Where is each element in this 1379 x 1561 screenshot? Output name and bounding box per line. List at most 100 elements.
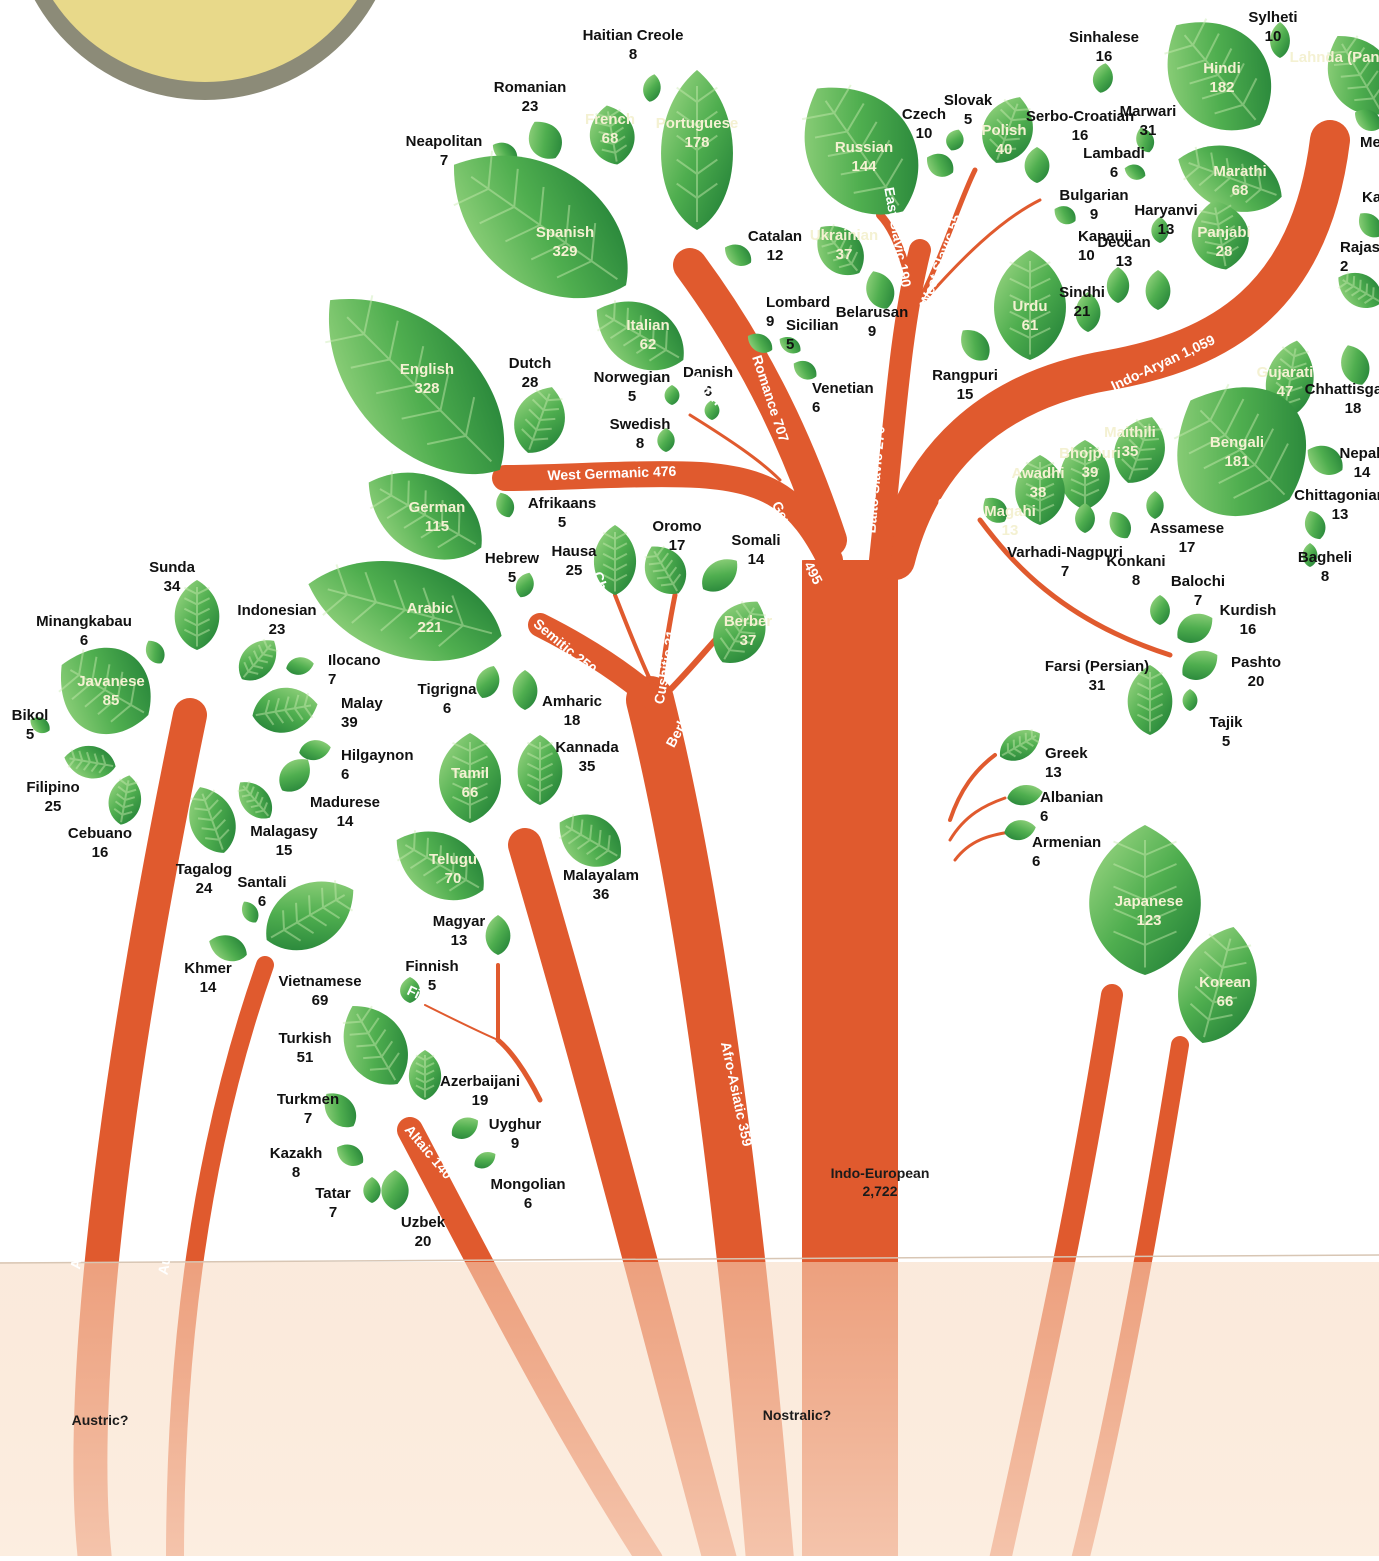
language-speakers-bulgarian: 9 xyxy=(1090,206,1098,223)
leaf-cebuano-leaf xyxy=(105,773,145,828)
language-speakers-haryanvi: 13 xyxy=(1158,221,1175,238)
leaf-serbo-croatian-leaf xyxy=(1025,147,1050,183)
language-label-tajik: Tajik xyxy=(1209,714,1243,731)
language-label-tatar: Tatar xyxy=(315,1185,351,1202)
language-speakers-bikol: 5 xyxy=(26,726,34,743)
language-speakers-malay: 39 xyxy=(341,714,358,731)
language-label-farsi-persian: Farsi (Persian) xyxy=(1045,658,1149,675)
leaf-tatar-leaf xyxy=(381,1170,408,1210)
language-speakers-amharic: 18 xyxy=(564,712,581,729)
branch-armenian xyxy=(955,832,1010,860)
family-speakers-indo-european: 2,722 xyxy=(862,1183,897,1199)
language-label-kannada: Kannada xyxy=(555,739,619,756)
language-speakers-catalan: 12 xyxy=(767,247,784,264)
language-speakers-japanese: 123 xyxy=(1136,912,1161,929)
language-speakers-chittagonian: 13 xyxy=(1332,506,1349,523)
leaf-oromo-leaf xyxy=(634,537,695,604)
leaf-kazakh-leaf xyxy=(332,1139,368,1171)
language-speakers-awadhi: 38 xyxy=(1030,484,1047,501)
leaf-uzbek-leaf xyxy=(363,1177,380,1203)
language-speakers-uzbek: 20 xyxy=(415,1233,432,1250)
language-label-lombard: Lombard xyxy=(766,294,830,311)
language-speakers-somali: 14 xyxy=(748,551,765,568)
language-label-mongolian: Mongolian xyxy=(491,1176,566,1193)
language-speakers-farsi-persian: 31 xyxy=(1089,677,1106,694)
language-speakers-belarusan: 9 xyxy=(868,323,876,340)
language-label-belarusan: Belarusan xyxy=(836,304,909,321)
language-speakers-bhojpuri: 39 xyxy=(1082,464,1099,481)
language-speakers-portuguese: 178 xyxy=(684,134,709,151)
language-label-hilgaynon: Hilgaynon xyxy=(341,747,414,764)
language-label-venetian: Venetian xyxy=(812,380,874,397)
branch-label-japanese: Japanese 123 xyxy=(1016,1157,1055,1249)
leaf-norwegian-leaf xyxy=(665,385,680,405)
language-label-hausa: Hausa xyxy=(551,543,597,560)
language-label-portuguese: Portuguese xyxy=(656,115,739,132)
language-speakers-sinhalese: 16 xyxy=(1096,48,1113,65)
language-label-magyar: Magyar xyxy=(433,913,486,930)
leaf-deccan-leaf xyxy=(1146,270,1171,310)
language-label-minangkabau: Minangkabau xyxy=(36,613,132,630)
root-label-nostralic: Nostralic? xyxy=(763,1407,831,1423)
language-speakers-panjabi: 28 xyxy=(1216,243,1233,260)
leaf-mongolian-leaf xyxy=(471,1148,499,1173)
language-speakers-javanese: 85 xyxy=(103,692,120,709)
language-label-bikol: Bikol xyxy=(12,707,49,724)
leaf-albanian-leaf xyxy=(1006,782,1045,808)
language-label-dutch: Dutch xyxy=(509,355,552,372)
language-label-telugu: Telugu xyxy=(429,851,477,868)
language-speakers-minangkabau: 6 xyxy=(80,632,88,649)
language-speakers-afrikaans: 5 xyxy=(558,514,566,531)
language-speakers-assamese: 17 xyxy=(1179,539,1196,556)
language-label-romanian: Romanian xyxy=(494,79,567,96)
language-speakers-sylheti: 10 xyxy=(1265,28,1282,45)
language-label-balochi: Balochi xyxy=(1171,573,1225,590)
language-label-santali: Santali xyxy=(237,874,286,891)
leaf-somali-leaf xyxy=(694,550,745,599)
leaf-konkani-leaf xyxy=(1146,491,1163,519)
language-label-turkish: Turkish xyxy=(278,1030,331,1047)
language-label-turkmen: Turkmen xyxy=(277,1091,339,1108)
language-label-spanish: Spanish xyxy=(536,224,594,241)
language-speakers-haitian-creole: 8 xyxy=(629,46,637,63)
language-speakers-ukrainian: 37 xyxy=(836,246,853,263)
leaf-assamese-leaf xyxy=(1104,507,1136,543)
language-speakers-chhattisgarhi: 18 xyxy=(1345,400,1362,417)
language-label-bengali: Bengali xyxy=(1210,434,1264,451)
language-speakers-dutch: 28 xyxy=(522,374,539,391)
language-speakers-tagalog: 24 xyxy=(196,880,213,897)
leaf-pashto-leaf xyxy=(1176,643,1224,687)
language-label-german: German xyxy=(409,499,466,516)
branch-iranian xyxy=(980,520,1170,655)
language-label-tamil: Tamil xyxy=(451,765,489,782)
branch-greek xyxy=(950,755,995,820)
language-label-marwari: Marwari xyxy=(1120,103,1177,120)
language-label-marathi: Marathi xyxy=(1213,163,1266,180)
language-speakers-santali: 6 xyxy=(258,893,266,910)
language-label-madurese: Madurese xyxy=(310,794,380,811)
language-speakers-rangpuri: 15 xyxy=(957,386,974,403)
leaf-kashmiri-leaf xyxy=(1353,207,1379,243)
language-label-awadhi: Awadhi xyxy=(1011,465,1064,482)
leaf-balochi-leaf xyxy=(1150,595,1170,625)
language-speakers-kanauji: 10 xyxy=(1078,247,1095,264)
language-speakers-venetian: 6 xyxy=(812,399,820,416)
language-label-tagalog: Tagalog xyxy=(176,861,232,878)
language-label-assamese: Assamese xyxy=(1150,520,1224,537)
language-speakers-romanian: 23 xyxy=(522,98,539,115)
leaf-hebrew-leaf xyxy=(512,570,537,600)
language-label-norwegian: Norwegian xyxy=(594,369,671,386)
language-speakers-gujarati: 47 xyxy=(1277,383,1294,400)
language-label-lambadi: Lambadi xyxy=(1083,145,1145,162)
language-speakers-neapolitan: 7 xyxy=(440,152,448,169)
language-speakers-spanish: 329 xyxy=(552,243,577,260)
language-speakers-rajasthani: 2 xyxy=(1340,258,1348,275)
language-label-lahnda-panjabi: Lahnda (Panjabi) xyxy=(1290,49,1379,66)
language-speakers-pashto: 20 xyxy=(1248,673,1265,690)
language-label-arabic: Arabic xyxy=(407,600,454,617)
language-speakers-varhadi-nagpuri: 7 xyxy=(1061,563,1069,580)
branch-label-korean: Korean 67 xyxy=(1097,1164,1133,1234)
leaf-dutch-leaf xyxy=(505,379,576,462)
language-label-pashto: Pashto xyxy=(1231,654,1281,671)
